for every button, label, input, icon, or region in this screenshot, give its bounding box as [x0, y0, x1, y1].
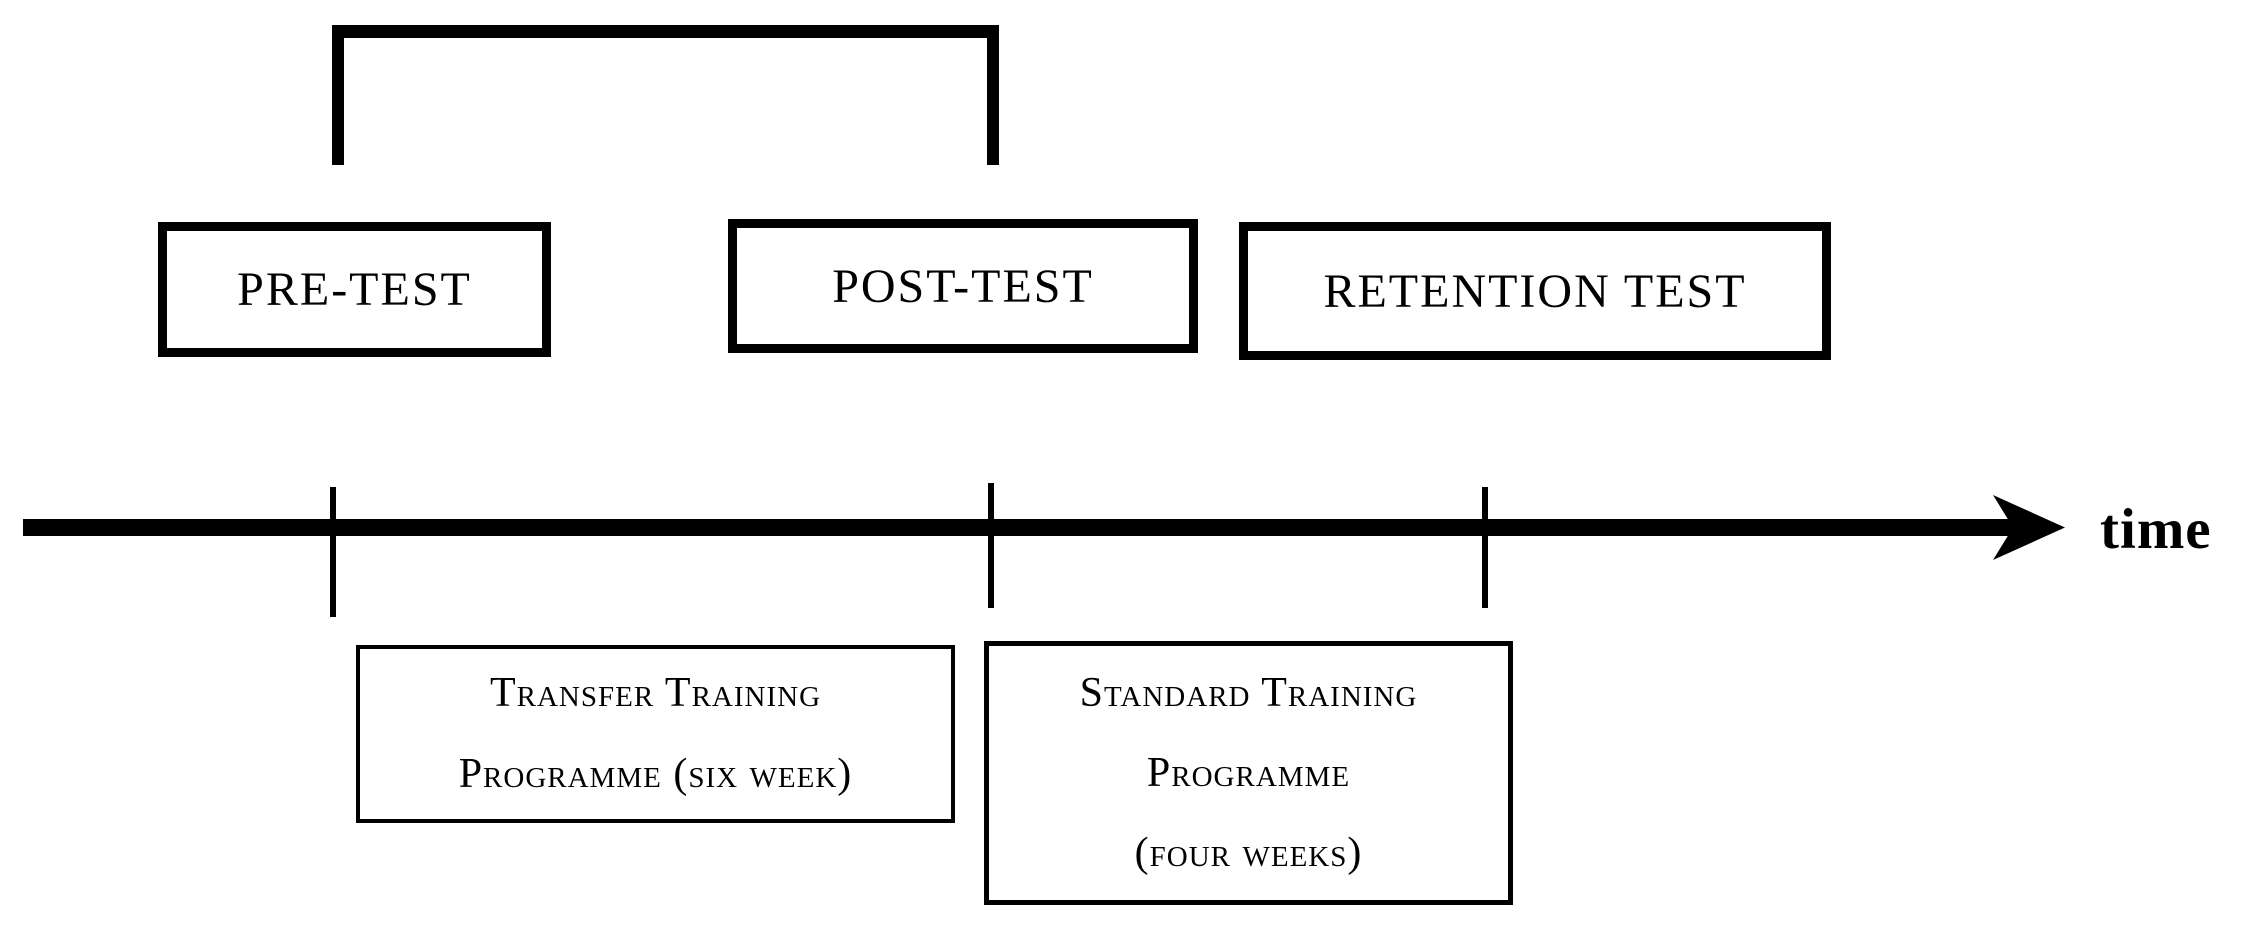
transfer-programme-line1: Transfer Training: [489, 670, 822, 716]
transfer-programme-line2: Programme (six week): [458, 751, 853, 797]
retention-test-label: RETENTION TEST: [1323, 264, 1747, 318]
transfer-training-programme-box: Transfer Training Programme (six week): [356, 645, 955, 823]
retention-test-box: RETENTION TEST: [1239, 222, 1831, 360]
time-axis-line: [23, 519, 2023, 536]
pre-test-label: PRE-TEST: [237, 263, 472, 316]
time-axis-label: time: [2100, 498, 2212, 561]
post-test-label: POST-TEST: [832, 259, 1094, 313]
pre-test-box: PRE-TEST: [158, 222, 551, 357]
tick-pre-test: [330, 487, 336, 617]
standard-training-programme-box: Standard Training Programme (four weeks): [984, 641, 1513, 905]
standard-programme-line1: Standard Training: [1079, 670, 1418, 716]
pre-post-bracket: [332, 25, 999, 165]
standard-programme-line3: (four weeks): [1134, 830, 1363, 876]
post-test-box: POST-TEST: [728, 219, 1198, 353]
standard-programme-line2: Programme: [1146, 750, 1351, 796]
arrowhead-icon: [1993, 495, 2065, 560]
tick-post-test: [988, 483, 994, 608]
tick-retention-test: [1482, 487, 1488, 608]
